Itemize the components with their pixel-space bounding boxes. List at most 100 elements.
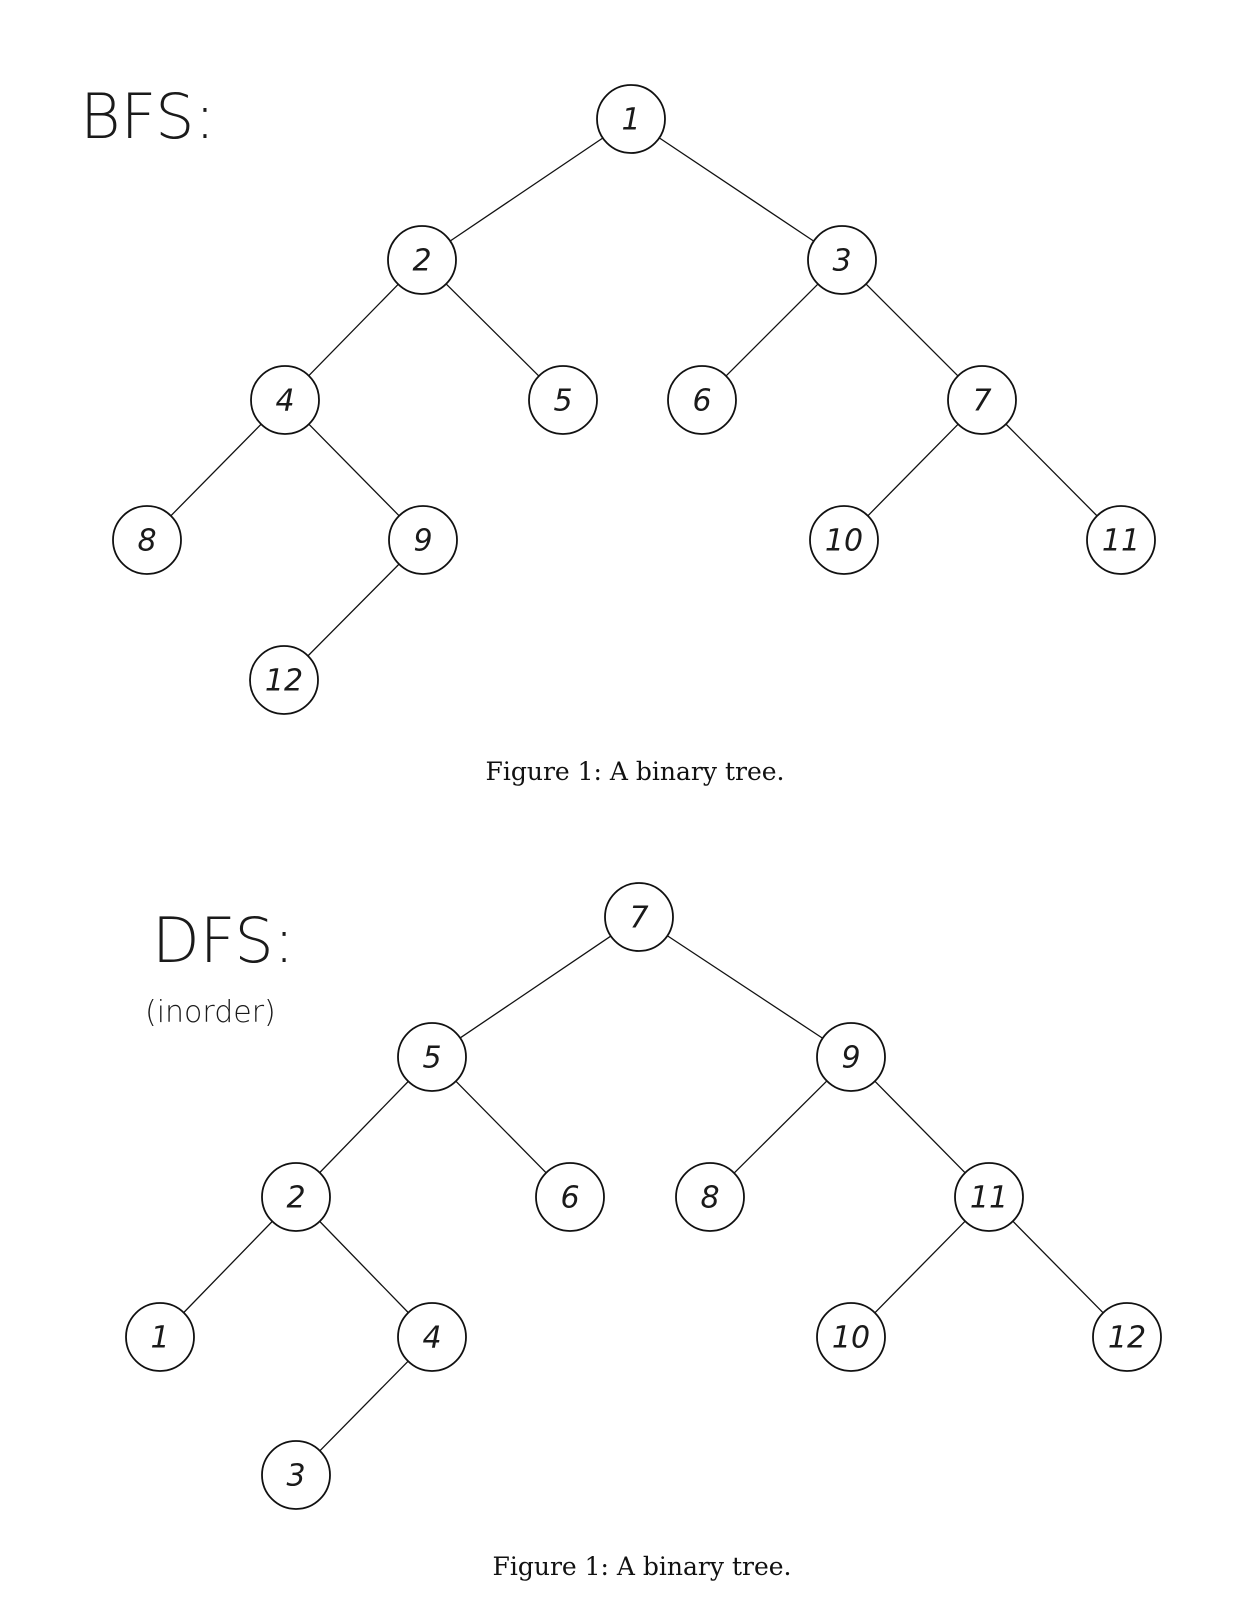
node-label: 11 <box>970 1181 1008 1216</box>
tree-node: 6 <box>535 1162 605 1232</box>
tree-edge <box>319 1360 409 1452</box>
tree-edge <box>319 1080 409 1174</box>
node-circle <box>535 1162 605 1232</box>
tree-edge <box>170 423 262 517</box>
node-circle <box>528 365 598 435</box>
dfs-edges <box>183 935 1104 1452</box>
node-circle <box>807 225 877 295</box>
node-label: 7 <box>629 901 648 936</box>
node-label: 2 <box>286 1181 305 1216</box>
node-label: 11 <box>1102 524 1140 559</box>
tree-edge <box>455 1080 547 1174</box>
tree-node: 9 <box>388 505 458 575</box>
bfs-edges <box>170 137 1098 657</box>
node-label: 2 <box>412 244 431 279</box>
tree-edge <box>733 1080 828 1174</box>
node-circle <box>387 225 457 295</box>
tree-edge <box>1005 423 1098 517</box>
node-circle <box>816 1022 886 1092</box>
tree-node: 4 <box>250 365 320 435</box>
tree-node: 11 <box>1086 505 1156 575</box>
node-label: 8 <box>700 1181 719 1216</box>
tree-node: 12 <box>249 645 319 715</box>
node-circle <box>947 365 1017 435</box>
tree-node: 11 <box>954 1162 1024 1232</box>
dfs-caption: Figure 1: A binary tree. <box>493 1552 792 1581</box>
tree-edge <box>667 935 823 1039</box>
tree-node: 1 <box>125 1302 195 1372</box>
node-circle <box>675 1162 745 1232</box>
tree-edge <box>867 423 959 517</box>
tree-node: 5 <box>528 365 598 435</box>
tree-edge <box>1012 1220 1104 1314</box>
node-circle <box>249 645 319 715</box>
tree-node: 4 <box>397 1302 467 1372</box>
node-label: 3 <box>286 1459 305 1494</box>
tree-edge <box>308 423 400 517</box>
node-label: 9 <box>413 524 432 559</box>
node-circle <box>250 365 320 435</box>
tree-edge <box>449 137 604 242</box>
node-label: 5 <box>422 1041 441 1076</box>
tree-node: 5 <box>397 1022 467 1092</box>
tree-edge <box>319 1220 409 1314</box>
tree-node: 8 <box>112 505 182 575</box>
node-label: 12 <box>1108 1321 1146 1356</box>
tree-node: 2 <box>261 1162 331 1232</box>
tree-node: 10 <box>816 1302 886 1372</box>
node-circle <box>954 1162 1024 1232</box>
node-label: 5 <box>553 384 572 419</box>
dfs-heading: DFS: <box>152 904 295 977</box>
tree-node: 12 <box>1092 1302 1162 1372</box>
tree-edge <box>183 1220 273 1314</box>
tree-edge <box>307 563 400 657</box>
tree-edge <box>308 283 399 377</box>
node-circle <box>596 84 666 154</box>
tree-node: 2 <box>387 225 457 295</box>
node-label: 7 <box>972 384 991 419</box>
tree-edge <box>865 283 959 377</box>
bfs-caption: Figure 1: A binary tree. <box>486 757 785 786</box>
tree-edge <box>459 935 612 1039</box>
node-label: 8 <box>137 524 156 559</box>
tree-node: 1 <box>596 84 666 154</box>
tree-node: 10 <box>809 505 879 575</box>
node-circle <box>809 505 879 575</box>
node-circle <box>388 505 458 575</box>
node-circle <box>261 1440 331 1510</box>
node-label: 9 <box>841 1041 860 1076</box>
tree-node: 8 <box>675 1162 745 1232</box>
node-label: 6 <box>560 1181 579 1216</box>
node-label: 12 <box>265 664 303 699</box>
node-label: 1 <box>621 103 640 138</box>
node-circle <box>397 1022 467 1092</box>
tree-edge <box>874 1220 966 1314</box>
bfs-heading: BFS: <box>80 80 215 153</box>
node-circle <box>125 1302 195 1372</box>
tree-node: 6 <box>667 365 737 435</box>
node-label: 1 <box>150 1321 169 1356</box>
tree-node: 3 <box>261 1440 331 1510</box>
tree-node: 7 <box>604 882 674 952</box>
node-circle <box>261 1162 331 1232</box>
tree-edge <box>874 1080 966 1174</box>
node-label: 10 <box>825 524 863 559</box>
node-label: 4 <box>422 1321 441 1356</box>
node-circle <box>112 505 182 575</box>
node-circle <box>816 1302 886 1372</box>
node-circle <box>667 365 737 435</box>
node-label: 6 <box>692 384 711 419</box>
node-label: 4 <box>275 384 294 419</box>
dfs-subheading: (inorder) <box>145 995 276 1030</box>
tree-node: 7 <box>947 365 1017 435</box>
node-circle <box>397 1302 467 1372</box>
tree-edge <box>725 283 819 377</box>
tree-node: 3 <box>807 225 877 295</box>
node-label: 3 <box>832 244 851 279</box>
node-label: 10 <box>832 1321 870 1356</box>
